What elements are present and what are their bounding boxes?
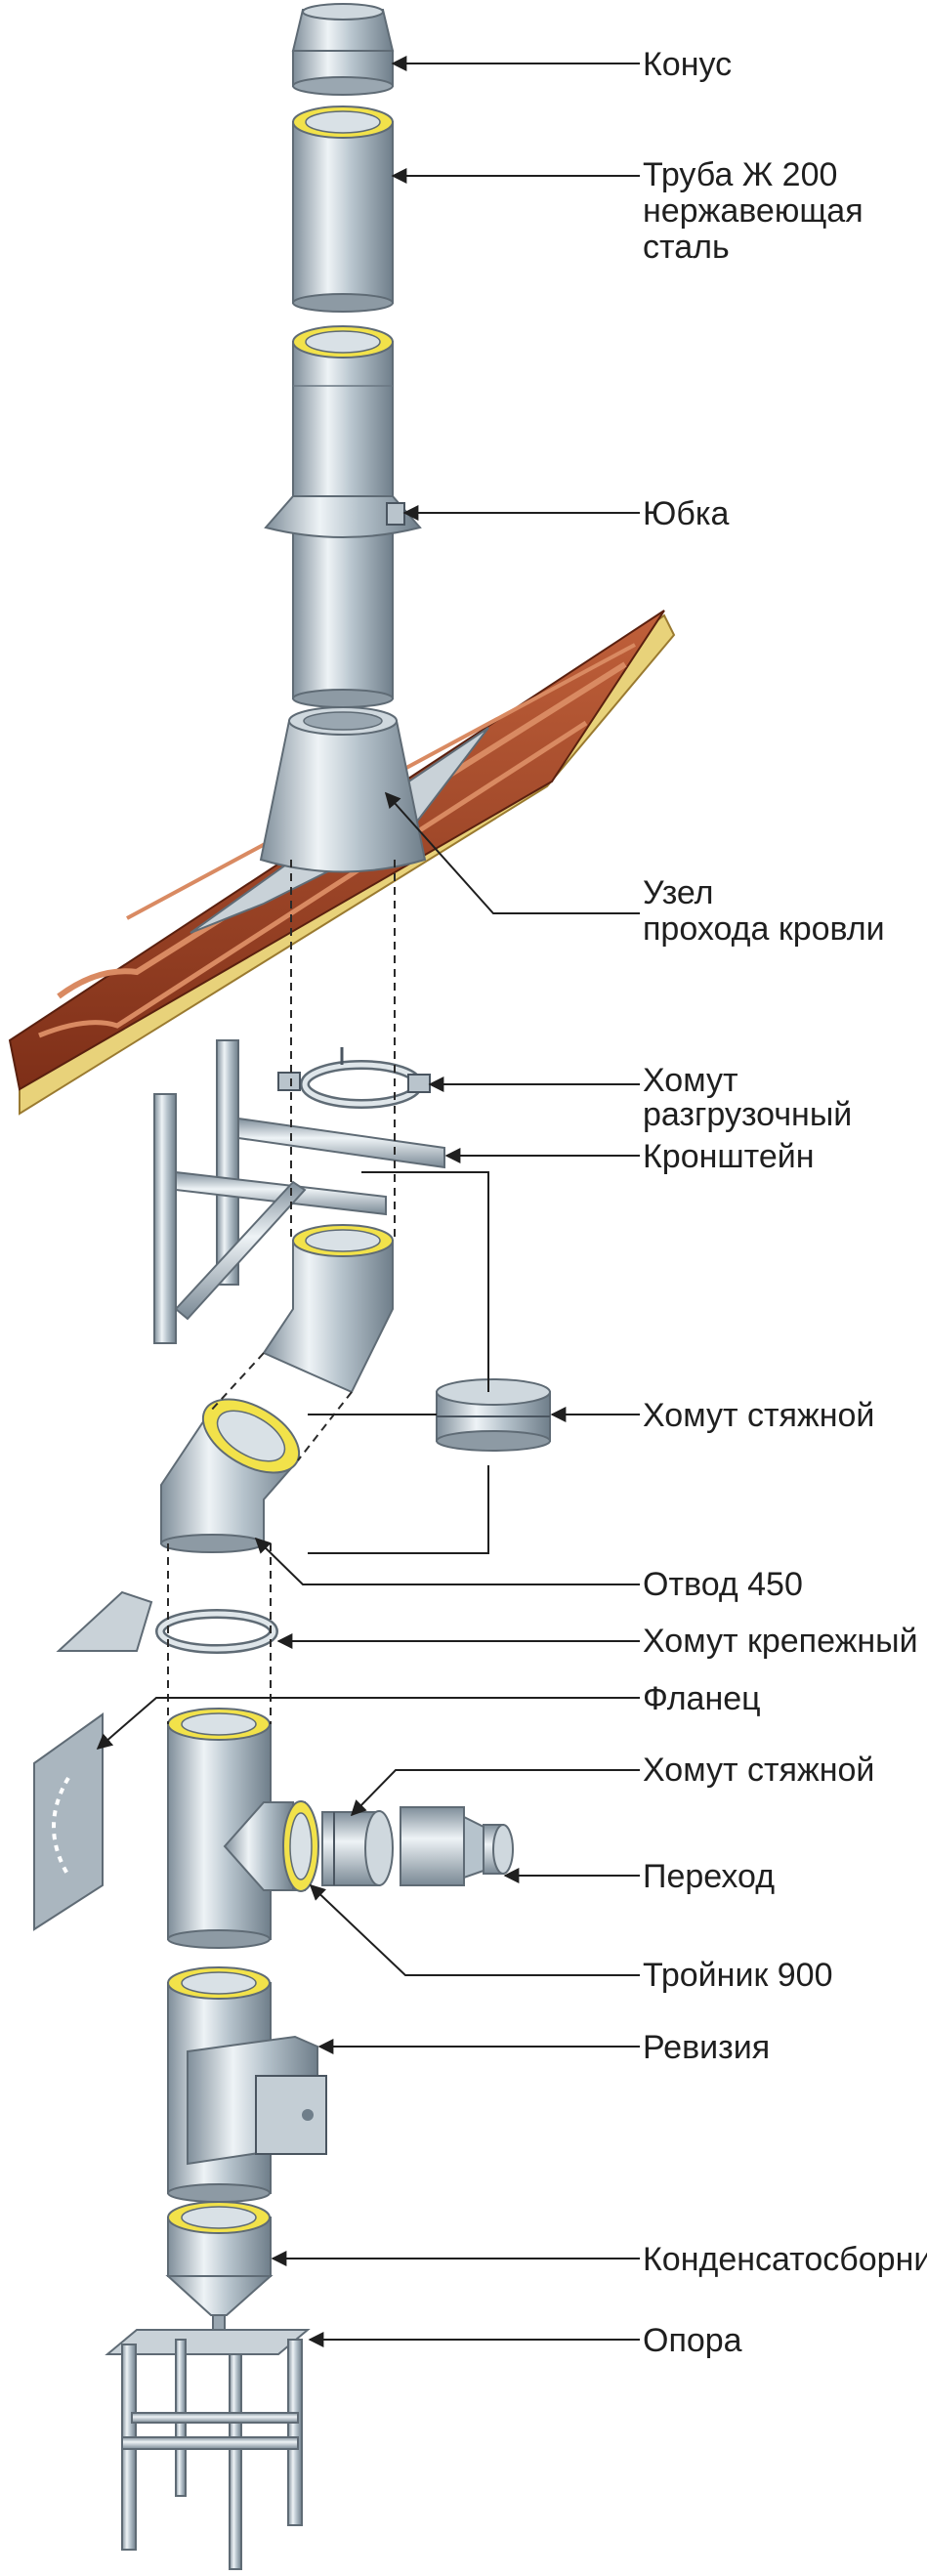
label-condensate: Конденсатосборник: [643, 2241, 927, 2278]
skirt-pipe-part: [264, 325, 422, 708]
leader-flange: [96, 1697, 640, 1751]
label-pipe-line3: сталь: [643, 229, 730, 266]
label-pipe-line2: нержавеющая: [643, 192, 864, 230]
label-roof-line1: Узел: [643, 874, 714, 911]
leader-tee-tie-clamp: [350, 1769, 640, 1817]
label-roof-line2: прохода кровли: [643, 910, 885, 948]
label-support: Опора: [643, 2322, 742, 2359]
label-tie-clamp: Хомут стяжной: [643, 1397, 874, 1434]
flange-part: [33, 1712, 104, 1931]
leader-tie-clamp-top: [361, 1171, 489, 1392]
label-adapter: Переход: [643, 1858, 775, 1895]
tee-tie-clamp-part: [321, 1810, 394, 1886]
revision-part: [167, 1966, 327, 2203]
label-skirt: Юбка: [643, 495, 729, 532]
label-mounting-clamp: Хомут крепежный: [643, 1623, 918, 1660]
label-flange: Фланец: [643, 1680, 761, 1717]
leader-tee: [309, 1883, 640, 1976]
label-revision: Ревизия: [643, 2029, 770, 2066]
leader-tie-clamp-bottom: [308, 1465, 489, 1554]
alignment-lines: [167, 860, 396, 1724]
pipe-part: [292, 106, 394, 313]
label-pipe-line1: Труба Ж 200: [643, 156, 837, 193]
tee-part: [167, 1708, 319, 1949]
cone-part: [291, 3, 395, 96]
leader-elbow: [254, 1537, 640, 1585]
label-elbow: Отвод 450: [643, 1566, 803, 1603]
elbow-lower-part: [160, 1398, 301, 1553]
label-cone: Конус: [643, 46, 732, 83]
elbow-upper-part: [262, 1224, 394, 1394]
label-bracket: Кронштейн: [643, 1138, 815, 1175]
label-relief-line1: Хомут: [643, 1062, 738, 1099]
label-relief-line2: разгрузочный: [643, 1096, 852, 1133]
relief-clamp-part: [277, 1047, 431, 1109]
label-tee: Тройник 900: [643, 1957, 833, 1994]
mounting-clamp-part: [56, 1590, 278, 1654]
leader-roof: [384, 791, 640, 914]
tie-clamp-part: [436, 1378, 551, 1452]
condensate-collector-part: [165, 2201, 274, 2344]
labels: Конус Труба Ж 200 нержавеющая сталь Юбка…: [643, 46, 927, 2359]
label-tee-tie-clamp: Хомут стяжной: [643, 1752, 874, 1789]
roof-passage-part: [190, 706, 489, 934]
support-stand-part: [105, 2329, 311, 2570]
leader-lines: [96, 56, 640, 2347]
wall-bracket-part: [153, 1039, 445, 1344]
adapter-part: [400, 1806, 514, 1886]
